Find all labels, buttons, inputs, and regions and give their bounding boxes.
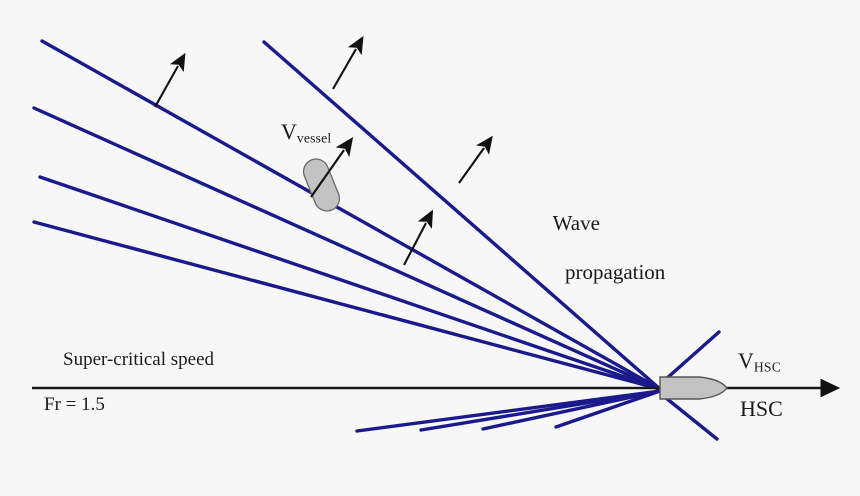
wave-crests-at-hull [664, 330, 721, 441]
wave-crests-lower [355, 389, 662, 433]
vessel-icon [302, 137, 354, 212]
wave-crest-line [419, 389, 662, 432]
wave-crest-stub [664, 396, 719, 441]
wave-propagation-line2: propagation [565, 260, 666, 285]
wave-crests-upper [32, 39, 662, 391]
hsc-hull-shape [659, 376, 728, 400]
froude-number-text: Fr = 1.5 [44, 394, 105, 416]
speed-regime-text: Super-critical speed [63, 349, 215, 371]
propagation-arrow [403, 209, 434, 266]
wave-crest-line [481, 389, 662, 431]
wave-crest-line [32, 220, 662, 391]
wave-crest-line [554, 389, 662, 429]
v-hsc-base: V [738, 348, 754, 373]
speed-regime-label: Super-critical speed Fr = 1.5 [44, 327, 214, 461]
wave-crest-line [38, 175, 662, 391]
wave-crest-stub [664, 330, 721, 381]
wave-propagation-line1: Wave [552, 210, 600, 235]
wave-propagation-label: Wave propagation [532, 186, 666, 335]
propagation-arrow [458, 135, 493, 184]
propagation-arrow [332, 35, 364, 90]
v-hsc-label: VHSC [738, 348, 781, 376]
wave-crest-line [32, 106, 662, 391]
propagation-arrow [154, 52, 186, 108]
wave-propagation-arrows [154, 35, 493, 266]
v-vessel-subscript: vessel [296, 130, 332, 146]
v-vessel-label: Vvessel [281, 119, 331, 147]
hsc-label: HSC [740, 396, 783, 421]
wave-crest-line [262, 40, 662, 391]
v-vessel-base: V [281, 119, 297, 144]
v-hsc-subscript: HSC [753, 359, 781, 375]
vessel-velocity-arrow [310, 137, 354, 198]
vessel-hull-shape [302, 158, 341, 212]
wave-crest-line [40, 39, 662, 391]
